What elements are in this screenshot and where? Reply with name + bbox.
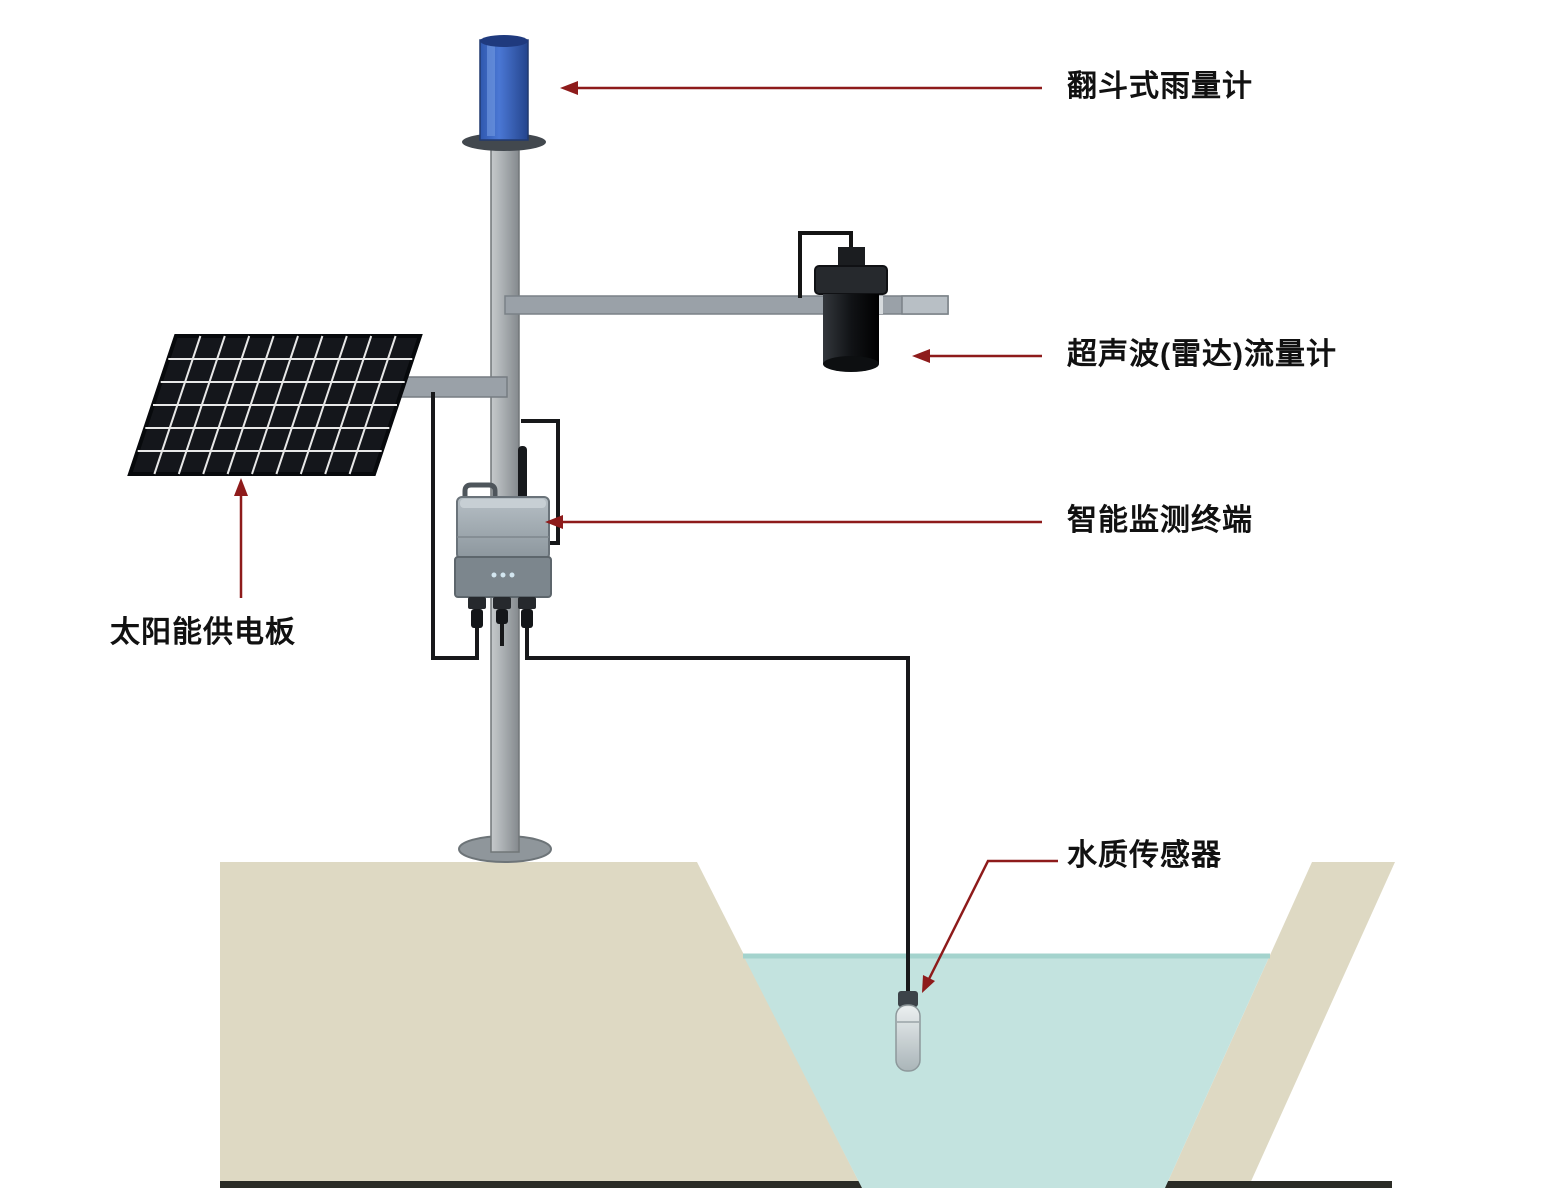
flow-meter-connector: [838, 247, 865, 267]
flow-meter-bottom: [823, 356, 879, 372]
rain-gauge-top: [480, 35, 528, 47]
rain-gauge-highlight: [487, 44, 495, 136]
ground-bottom-edge: [220, 1181, 1392, 1188]
arrow-water-sensor: [922, 859, 1058, 993]
water-quality-sensor: [895, 991, 921, 1072]
terminal-led-1: [491, 572, 497, 578]
terminal-cable-glands: [468, 597, 536, 628]
flow-meter: [798, 231, 888, 372]
arm-end-cap: [901, 295, 949, 315]
label-water-sensor: 水质传感器: [1067, 839, 1222, 872]
terminal-upper-body: [457, 497, 549, 559]
label-solar-panel: 太阳能供电板: [110, 616, 296, 649]
cable-pole-to-terminal: [521, 419, 560, 545]
terminal-handle: [462, 482, 498, 498]
cable-solar-to-terminal: [431, 392, 479, 660]
label-rain-gauge: 翻斗式雨量计: [1067, 70, 1253, 103]
sensor-arm: [504, 295, 949, 315]
sensor-cap: [898, 991, 918, 1007]
arrow-solar-panel: [234, 478, 248, 598]
label-terminal: 智能监测终端: [1067, 504, 1253, 537]
arrow-terminal: [545, 515, 1042, 529]
terminal-antenna: [518, 446, 527, 500]
label-flow-meter: 超声波(雷达)流量计: [1067, 338, 1337, 371]
water-body: [743, 955, 1270, 1188]
cables: [500, 419, 910, 992]
arm-separator: [876, 296, 883, 314]
terminal-top-strip: [460, 499, 546, 508]
terminal-box: [454, 446, 552, 628]
rain-gauge: [462, 35, 546, 151]
solar-mount-arm: [394, 376, 508, 398]
solar-panel: [127, 334, 423, 476]
arrow-flow-meter: [912, 349, 1042, 363]
left-bank: [220, 862, 862, 1188]
sensor-body: [895, 1004, 921, 1072]
flow-meter-body: [823, 294, 879, 364]
ground: [220, 862, 1395, 1188]
water-channel: [743, 953, 1270, 1188]
right-bank: [1165, 862, 1395, 1188]
terminal-led-3: [509, 572, 515, 578]
flow-meter-cap: [814, 265, 888, 295]
annotations: [234, 81, 1058, 993]
terminal-led-2: [500, 572, 506, 578]
cable-terminal-to-sensor: [525, 628, 910, 992]
arrow-rain-gauge: [560, 81, 1042, 95]
solar-panel-grid: [137, 335, 413, 475]
